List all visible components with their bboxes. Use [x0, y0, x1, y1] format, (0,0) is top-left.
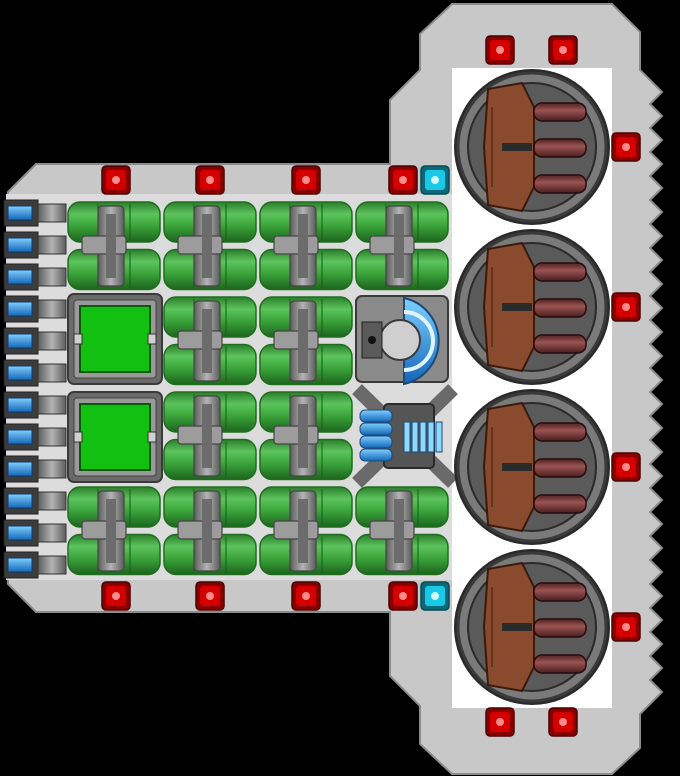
turret-barrel	[533, 458, 587, 478]
thruster-fin	[411, 421, 419, 453]
pipe-junction	[81, 205, 127, 287]
pipe-junction	[177, 395, 223, 477]
pipe-junction	[177, 490, 223, 572]
turret	[454, 389, 610, 545]
thruster-cell	[359, 409, 393, 423]
thruster-cell	[359, 435, 393, 449]
red-light	[195, 581, 225, 611]
thruster-fin	[427, 421, 435, 453]
turret-barrel	[533, 262, 587, 282]
battery-cell	[3, 391, 67, 419]
thruster-fin	[435, 421, 443, 453]
battery-cell	[3, 231, 67, 259]
turret	[454, 549, 610, 705]
turret-barrel	[533, 298, 587, 318]
red-light	[101, 581, 131, 611]
red-light	[548, 35, 578, 65]
turret-barrel	[533, 102, 587, 122]
cyan-light	[420, 165, 450, 195]
cargo-bay	[67, 391, 163, 483]
thruster-fin	[403, 421, 411, 453]
battery-cell	[3, 423, 67, 451]
pipe-junction	[369, 490, 415, 572]
red-light	[611, 132, 641, 162]
red-light	[611, 452, 641, 482]
ion-engine	[352, 384, 458, 488]
turret	[454, 69, 610, 225]
pipe-junction	[273, 490, 319, 572]
battery-cell	[3, 199, 67, 227]
reactor-core	[379, 319, 421, 361]
turret-barrel	[533, 174, 587, 194]
red-light	[195, 165, 225, 195]
reactor-dome	[403, 296, 440, 386]
cyan-light	[420, 581, 450, 611]
thruster-cell	[359, 448, 393, 462]
fuel-tank-grid	[67, 201, 449, 576]
red-light	[611, 612, 641, 642]
battery-cell	[3, 359, 67, 387]
pipe-junction	[273, 205, 319, 287]
battery-bank	[3, 199, 67, 579]
battery-cell	[3, 519, 67, 547]
battery-cell	[3, 455, 67, 483]
turret-barrel	[533, 138, 587, 158]
pipe-junction	[273, 395, 319, 477]
red-light	[611, 292, 641, 322]
red-light	[388, 581, 418, 611]
pipe-junction	[177, 205, 223, 287]
pipe-junction	[81, 490, 127, 572]
battery-cell	[3, 551, 67, 579]
red-light	[548, 707, 578, 737]
cargo-bay	[67, 293, 163, 385]
turret	[454, 229, 610, 385]
red-light	[485, 707, 515, 737]
red-light	[291, 581, 321, 611]
battery-cell	[3, 295, 67, 323]
hull-lights	[101, 35, 641, 737]
reactor-port	[368, 336, 376, 344]
pipe-junction	[177, 300, 223, 382]
pipe-junction	[369, 205, 415, 287]
thruster-cell	[359, 422, 393, 436]
battery-cell	[3, 263, 67, 291]
cargo-bays	[67, 293, 163, 483]
thruster-fin	[419, 421, 427, 453]
red-light	[388, 165, 418, 195]
battery-cell	[3, 487, 67, 515]
turret-barrel	[533, 334, 587, 354]
turret-barrel	[533, 618, 587, 638]
pipe-junction	[273, 300, 319, 382]
shield-generator	[355, 295, 449, 386]
turret-barrel	[533, 494, 587, 514]
reactor-ring	[403, 310, 435, 372]
turret-barrel	[533, 422, 587, 442]
battery-cell	[3, 327, 67, 355]
red-light	[291, 165, 321, 195]
turret-barrel	[533, 654, 587, 674]
red-light	[101, 165, 131, 195]
red-light	[485, 35, 515, 65]
turret-array	[454, 69, 610, 705]
turret-barrel	[533, 582, 587, 602]
